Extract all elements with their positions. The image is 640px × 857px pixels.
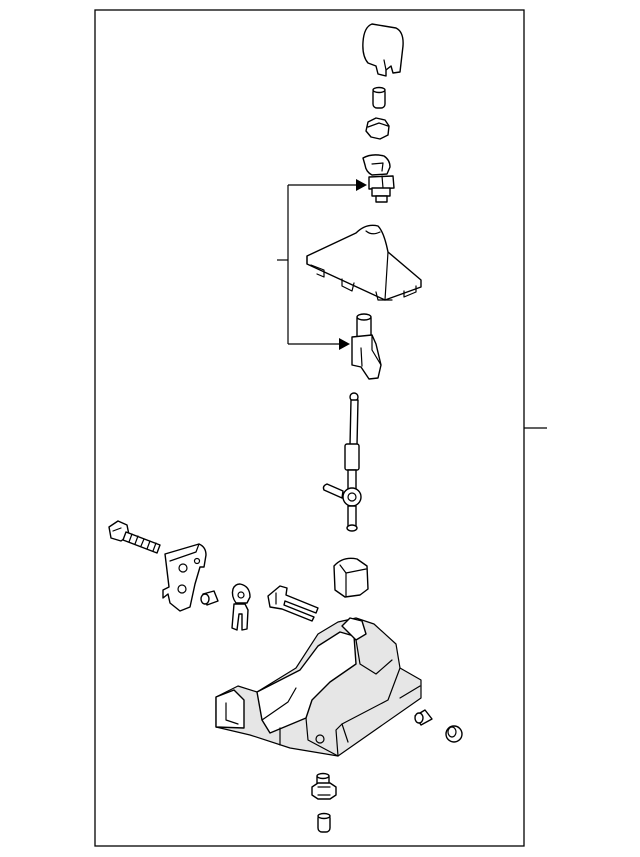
lever-end-fitting <box>351 313 382 380</box>
lever-bushing <box>333 557 369 598</box>
shift-lever <box>322 392 362 532</box>
knob-clip <box>362 154 391 176</box>
retainer-clip <box>267 585 319 622</box>
shift-boot <box>306 224 422 301</box>
stud-spacer <box>317 812 331 833</box>
knob-adapter <box>368 175 395 203</box>
knob-pin <box>372 86 386 109</box>
bracket <box>162 543 207 612</box>
base-collar <box>445 725 463 743</box>
mount-bolt <box>108 520 161 554</box>
knob-nut <box>365 117 390 140</box>
pivot-clip <box>231 583 251 631</box>
stud-nut <box>311 772 337 800</box>
subassembly-leader <box>277 179 367 350</box>
shifter-base <box>215 617 422 757</box>
shift-knob <box>362 23 404 77</box>
bracket-bushing <box>200 590 219 606</box>
base-bushing <box>414 709 433 726</box>
